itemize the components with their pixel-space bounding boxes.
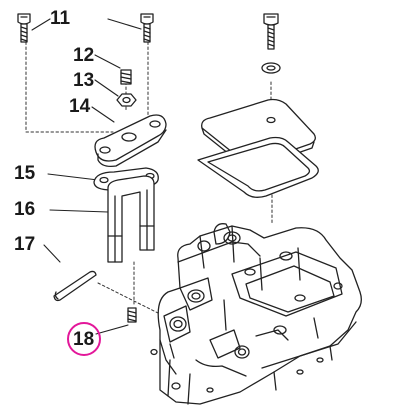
cover-washer [261, 62, 281, 74]
callout-12: 12 [73, 45, 95, 66]
screw-right [140, 13, 154, 43]
callout-15: 15 [14, 163, 36, 184]
leader-lines [31, 18, 142, 335]
cover-screw [263, 13, 279, 50]
small-spring [120, 69, 132, 85]
gasket [197, 136, 319, 198]
u-bracket [107, 175, 155, 263]
callout-11: 11 [50, 8, 71, 29]
small-spring-highlighted [127, 307, 137, 323]
highlight-ring [67, 322, 101, 356]
callout-14: 14 [69, 96, 91, 117]
callout-17: 17 [14, 234, 36, 255]
hex-nut [116, 93, 137, 107]
valve-housing [150, 223, 362, 405]
screw-left [17, 13, 31, 43]
callout-16: 16 [14, 199, 36, 220]
callout-13: 13 [73, 70, 95, 91]
clamp-bracket [94, 114, 167, 168]
dowel-pin [53, 270, 97, 302]
callout-18: 18 [73, 329, 95, 350]
